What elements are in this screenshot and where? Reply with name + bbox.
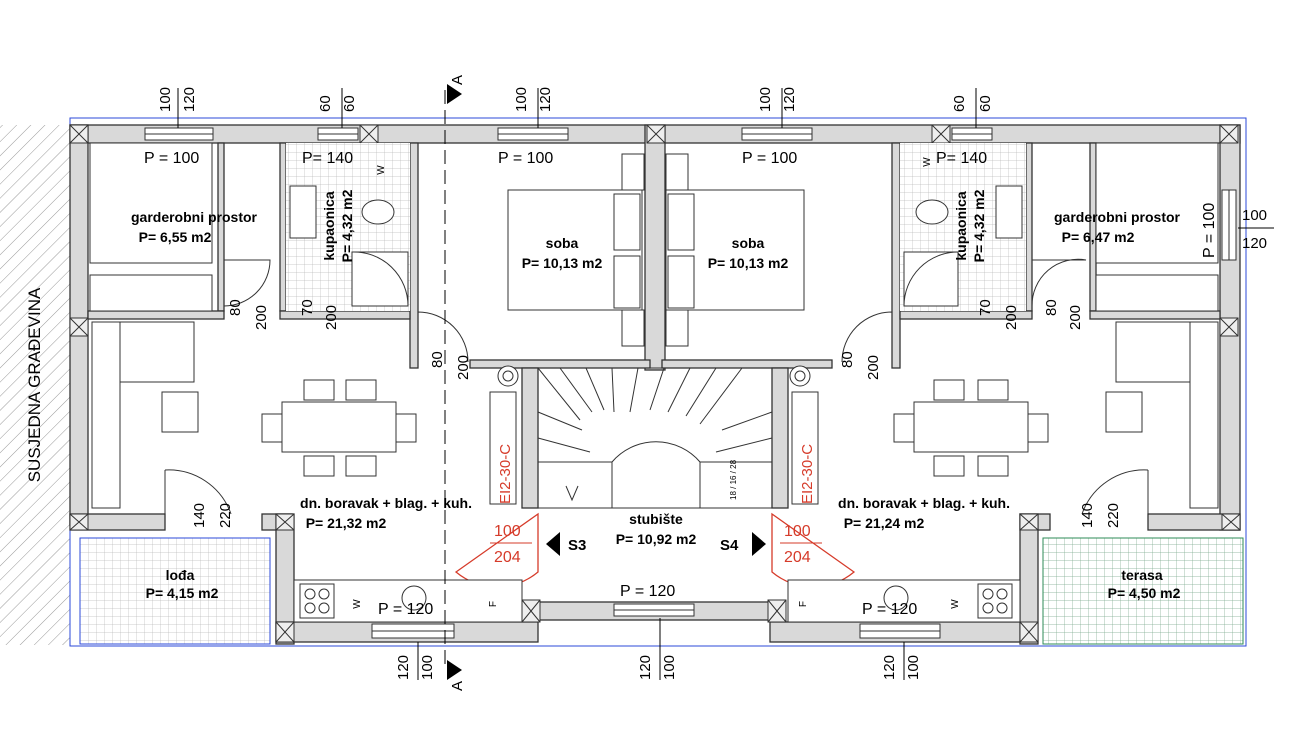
- room-name-soba-left: soba: [546, 235, 579, 251]
- door-dim-8a: 140: [1079, 503, 1096, 528]
- entrance-dim-left-a: 100: [494, 523, 521, 540]
- appliance-w-right: W: [950, 599, 961, 609]
- window-dim-2b: 60: [341, 95, 358, 112]
- appliance-f-right: F: [798, 601, 809, 607]
- room-name-garderoba-right: garderobni prostor: [1054, 209, 1181, 225]
- parapet-3: P = 100: [498, 150, 553, 167]
- door-dim-2b: 200: [323, 305, 340, 330]
- room-area-stubiste: P= 10,92 m2: [616, 531, 697, 547]
- stairs: [537, 367, 773, 509]
- lodja-floor: [79, 537, 271, 645]
- section-marker-top: A: [449, 75, 466, 85]
- window-dim-4a: 100: [757, 87, 774, 112]
- room-name-garderoba-left: garderobni prostor: [131, 209, 258, 225]
- room-area-soba-right: P= 10,13 m2: [708, 255, 789, 271]
- room-area-garderoba-right: P= 6,47 m2: [1062, 229, 1135, 245]
- door-dim-3b: 200: [455, 355, 472, 380]
- window-dim-1a: 100: [157, 87, 174, 112]
- entrance-s3: S3: [568, 537, 586, 554]
- door-dim-2a: 70: [299, 299, 316, 316]
- door-dim-6b: 200: [1067, 305, 1084, 330]
- meter-label-right: EI2-30-C: [799, 444, 816, 504]
- room-area-kupaonica-left: P= 4,32 m2: [339, 189, 355, 262]
- stair-numbers: 18 / 16 / 28: [729, 459, 738, 500]
- entrance-s4: S4: [720, 537, 739, 554]
- meter-label-left: EI2-30-C: [497, 444, 514, 504]
- door-dim-6a: 80: [1043, 299, 1060, 316]
- furniture: [89, 142, 1219, 623]
- neighbor-building-label: SUSJEDNA GRAĐEVINA: [25, 287, 44, 482]
- windows: [144, 127, 1237, 639]
- room-area-lodja: P= 4,15 m2: [146, 585, 219, 601]
- room-area-boravak-right: P= 21,24 m2: [844, 515, 925, 531]
- entrance-dim-right-b: 204: [784, 549, 811, 566]
- room-name-boravak-left: dn. boravak + blag. + kuh.: [300, 495, 472, 511]
- door-dim-4b: 200: [865, 355, 882, 380]
- window-dim-2a: 60: [317, 95, 334, 112]
- parapet-8: P = 120: [378, 601, 433, 618]
- parapet-1: P = 100: [144, 150, 199, 167]
- window-dim-5a: 60: [951, 95, 968, 112]
- window-dim-6a: 100: [1242, 207, 1267, 224]
- room-name-kupaonica-left: kupaonica: [321, 191, 337, 260]
- terasa-floor: [1042, 537, 1244, 645]
- section-line-a: [444, 84, 462, 680]
- appliance-w-bath-left: W: [376, 165, 387, 175]
- parapet-9: P = 120: [862, 601, 917, 618]
- door-dim-1a: 80: [227, 299, 244, 316]
- room-name-kupaonica-right: kupaonica: [953, 191, 969, 260]
- window-dim-8a: 120: [637, 655, 654, 680]
- appliance-w-bath-right: W: [922, 157, 933, 167]
- door-dim-4a: 80: [839, 351, 856, 368]
- room-area-kupaonica-right: P= 4,32 m2: [971, 189, 987, 262]
- bathrooms: [286, 143, 1026, 311]
- door-dim-3a: 80: [429, 351, 446, 368]
- parapet-4: P = 100: [742, 150, 797, 167]
- door-dim-1b: 200: [253, 305, 270, 330]
- window-dim-4b: 120: [781, 87, 798, 112]
- door-dim-5b: 200: [1003, 305, 1020, 330]
- door-dim-5a: 70: [977, 299, 994, 316]
- neighbor-building-hatch: [0, 125, 70, 645]
- window-dim-7a: 120: [395, 655, 412, 680]
- window-dim-9b: 100: [905, 655, 922, 680]
- door-dim-7a: 140: [191, 503, 208, 528]
- appliance-w-left: W: [352, 599, 363, 609]
- appliance-f-left: F: [488, 601, 499, 607]
- s3-arrow-icon: [546, 532, 560, 556]
- window-dim-1b: 120: [181, 87, 198, 112]
- parapet-6: P = 100: [1201, 203, 1218, 258]
- window-dim-9a: 120: [881, 655, 898, 680]
- room-name-boravak-right: dn. boravak + blag. + kuh.: [838, 495, 1010, 511]
- door-dim-8b: 220: [1105, 503, 1122, 528]
- parapet-5: P= 140: [936, 150, 987, 167]
- parapet-2: P= 140: [302, 150, 353, 167]
- room-area-garderoba-left: P= 6,55 m2: [139, 229, 212, 245]
- window-dim-5b: 60: [977, 95, 994, 112]
- room-area-terasa: P= 4,50 m2: [1108, 585, 1181, 601]
- door-dim-7b: 220: [217, 503, 234, 528]
- room-name-soba-right: soba: [732, 235, 765, 251]
- room-name-terasa: terasa: [1121, 567, 1162, 583]
- room-area-soba-left: P= 10,13 m2: [522, 255, 603, 271]
- entrance-dim-right-a: 100: [784, 523, 811, 540]
- window-dim-6b: 120: [1242, 235, 1267, 252]
- room-name-lodja: lođa: [166, 567, 195, 583]
- entrance-dim-left-b: 204: [494, 549, 521, 566]
- room-area-boravak-left: P= 21,32 m2: [306, 515, 387, 531]
- dim-dividers: [177, 88, 1274, 680]
- room-name-stubiste: stubište: [629, 511, 683, 527]
- section-marker-bottom: A: [449, 681, 466, 691]
- window-dim-3b: 120: [537, 87, 554, 112]
- window-dim-7b: 100: [419, 655, 436, 680]
- columns: [69, 124, 1241, 643]
- parapet-7: P = 120: [620, 583, 675, 600]
- s4-arrow-icon: [752, 532, 766, 556]
- window-dim-8b: 100: [661, 655, 678, 680]
- window-dim-3a: 100: [513, 87, 530, 112]
